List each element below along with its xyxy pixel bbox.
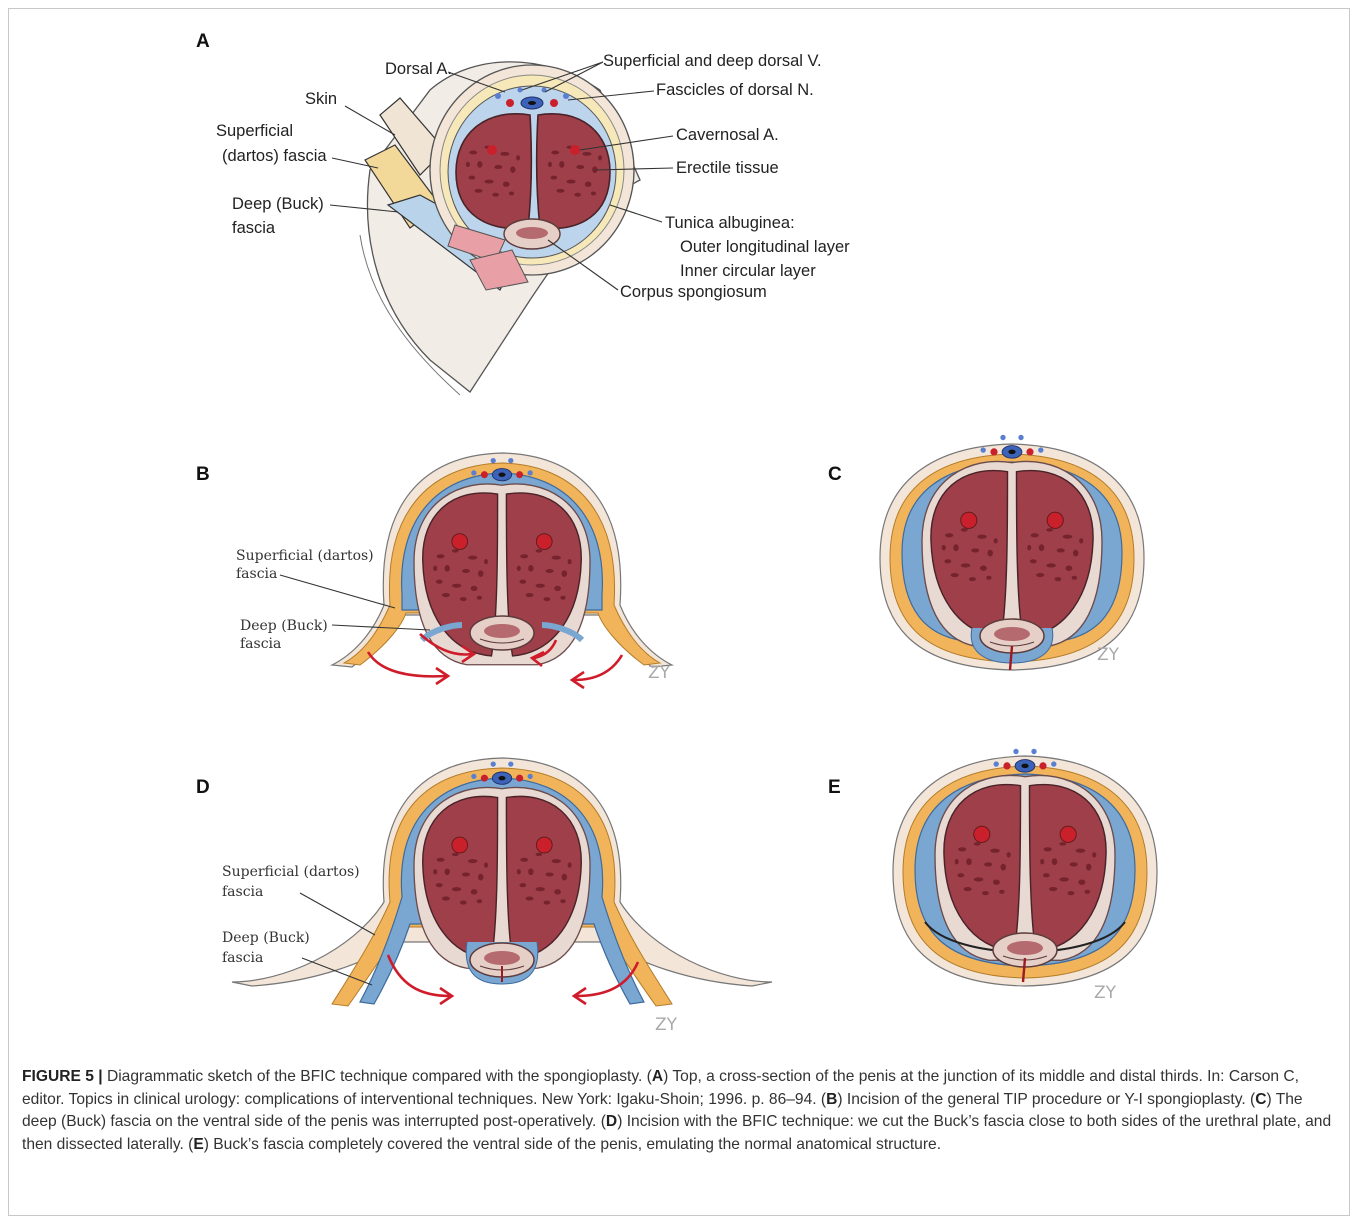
caption-e-text: ) Buck’s fascia completely covered the v… (204, 1136, 941, 1153)
label-superficial-d-1: Superficial (dartos) (222, 864, 360, 880)
label-deep-b-1: Deep (Buck) (240, 618, 328, 634)
panel-e: E ZY (828, 749, 1157, 1003)
label-superficial-d-2: fascia (222, 884, 263, 900)
label-cavernosal-a: Cavernosal A. (676, 126, 779, 144)
signature-c: ZY (1097, 645, 1120, 665)
panel-d-letter: D (196, 777, 210, 798)
label-superficial-b-2: fascia (236, 566, 277, 582)
panel-c-drawing (880, 435, 1144, 670)
caption-c-letter: C (1255, 1091, 1266, 1108)
label-deep-a-2: fascia (232, 219, 276, 237)
caption-e-letter: E (193, 1136, 203, 1153)
figure-caption: FIGURE 5 | Diagrammatic sketch of the BF… (22, 1066, 1340, 1156)
panel-c-letter: C (828, 464, 842, 485)
caption-intro: Diagrammatic sketch of the BFIC techniqu… (103, 1068, 652, 1085)
label-inner-layer: Inner circular layer (680, 262, 816, 280)
label-deep-b-2: fascia (240, 636, 281, 652)
panel-c: C ZY (828, 435, 1144, 670)
signature-e: ZY (1094, 983, 1117, 1003)
panel-b-letter: B (196, 464, 210, 485)
leader-superficial-b (280, 575, 395, 608)
figure-artwork: A (0, 0, 1360, 1060)
caption-b-text: ) Incision of the general TIP procedure … (837, 1091, 1255, 1108)
label-fascicles: Fascicles of dorsal N. (656, 81, 814, 99)
panel-a-drawing (360, 62, 640, 395)
leader-superficial-d (300, 893, 375, 935)
label-superficial-a-2: (dartos) fascia (222, 147, 327, 165)
caption-d-letter: D (606, 1113, 617, 1130)
panel-a: A (196, 31, 850, 395)
panel-b: B Superficial (dartos) fascia Deep (Buck… (196, 453, 672, 688)
signature-b: ZY (648, 663, 671, 683)
panel-d: D Superficial (dartos) fascia Deep (Buck… (196, 758, 772, 1035)
label-deep-d-1: Deep (Buck) (222, 930, 310, 946)
label-erectile-tissue: Erectile tissue (676, 159, 779, 177)
label-skin: Skin (305, 90, 337, 108)
label-superficial-a-1: Superficial (216, 122, 293, 140)
caption-figure-label: FIGURE 5 | (22, 1068, 103, 1085)
label-dorsal-a: Dorsal A. (385, 60, 452, 78)
panel-b-drawing (332, 453, 672, 667)
panel-e-drawing (893, 749, 1157, 986)
label-tunica: Tunica albuginea: (665, 214, 795, 232)
label-deep-d-2: fascia (222, 950, 263, 966)
label-deep-a-1: Deep (Buck) (232, 195, 324, 213)
signature-d: ZY (655, 1015, 678, 1035)
label-outer-layer: Outer longitudinal layer (680, 238, 850, 256)
label-superficial-deep-dorsal-v: Superficial and deep dorsal V. (603, 52, 822, 70)
panel-e-letter: E (828, 777, 841, 798)
label-corpus-spongiosum: Corpus spongiosum (620, 283, 767, 301)
caption-a-letter: A (652, 1068, 663, 1085)
panel-a-letter: A (196, 31, 210, 52)
label-superficial-b-1: Superficial (dartos) (236, 548, 374, 564)
panel-d-drawing (232, 758, 772, 1006)
caption-b-letter: B (826, 1091, 837, 1108)
